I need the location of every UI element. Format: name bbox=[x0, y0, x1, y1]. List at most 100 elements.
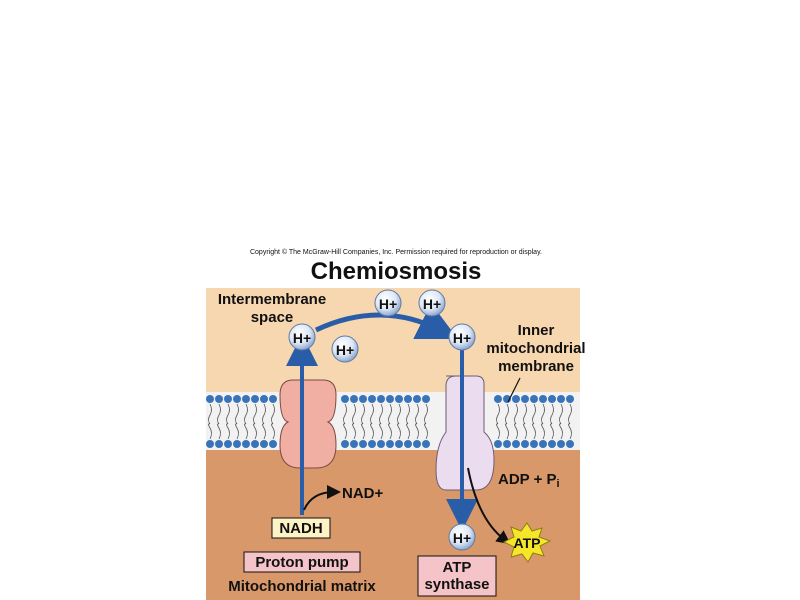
lipid-tail bbox=[568, 403, 572, 425]
lipid-head bbox=[233, 395, 241, 403]
adp-to-atp-arrow bbox=[467, 467, 511, 545]
nad-plus-label: NAD+ bbox=[342, 485, 383, 502]
lipid-head bbox=[260, 440, 268, 448]
lipid-tail bbox=[343, 423, 347, 440]
lipid-tail bbox=[415, 423, 419, 440]
lipid-tail bbox=[505, 423, 509, 440]
svg-text:H+: H+ bbox=[293, 330, 311, 346]
lipid-head bbox=[377, 440, 385, 448]
lipid-head bbox=[251, 395, 259, 403]
lipid-head bbox=[359, 395, 367, 403]
hydrogen-ion: H+ bbox=[448, 523, 476, 551]
lipid-head bbox=[521, 440, 529, 448]
lipid-tail bbox=[424, 423, 428, 440]
lipid-tail bbox=[253, 423, 257, 440]
lipid-tail bbox=[406, 423, 410, 440]
hydrogen-ion: H+ bbox=[331, 335, 359, 363]
atp-synthase-box bbox=[417, 555, 497, 597]
hydrogen-ion: H+ bbox=[418, 289, 446, 317]
lipid-tail bbox=[235, 403, 239, 425]
lipid-tail bbox=[514, 423, 518, 440]
lipid-tail bbox=[397, 403, 401, 425]
lipid-head bbox=[224, 440, 232, 448]
lipid-head bbox=[422, 440, 430, 448]
lipid-head bbox=[341, 440, 349, 448]
lipid-head bbox=[368, 440, 376, 448]
lipid-tail bbox=[217, 423, 221, 440]
lipid-head bbox=[494, 440, 502, 448]
lipid-head bbox=[251, 440, 259, 448]
intermembrane-space-label-line1: Intermembrane bbox=[218, 291, 326, 308]
lipid-head bbox=[512, 440, 520, 448]
lipid-head bbox=[557, 395, 565, 403]
lipid-head bbox=[503, 440, 511, 448]
lipid-tail bbox=[253, 403, 257, 425]
lipid-head bbox=[215, 395, 223, 403]
lipid-tail bbox=[217, 403, 221, 425]
lipid-head bbox=[404, 440, 412, 448]
lipid-head bbox=[350, 395, 358, 403]
lipid-tail bbox=[559, 403, 563, 425]
lipid-tail bbox=[208, 423, 212, 440]
inner-membrane-pointer bbox=[507, 377, 521, 403]
lipid-head bbox=[395, 395, 403, 403]
lipid-head bbox=[215, 440, 223, 448]
lipid-tail bbox=[235, 423, 239, 440]
lipid-head bbox=[557, 440, 565, 448]
lipid-tail bbox=[244, 403, 248, 425]
intermembrane-space-label-line2: space bbox=[251, 309, 294, 326]
lipid-tail bbox=[559, 423, 563, 440]
lipid-head bbox=[566, 440, 574, 448]
lipid-head bbox=[206, 395, 214, 403]
lipid-head bbox=[413, 440, 421, 448]
lipid-tail bbox=[352, 403, 356, 425]
lipid-head bbox=[521, 395, 529, 403]
inner-membrane-bilayer bbox=[206, 392, 580, 450]
lipid-tail bbox=[541, 403, 545, 425]
lipid-head bbox=[341, 395, 349, 403]
nadh-to-nad-arrow bbox=[303, 485, 341, 511]
svg-text:H+: H+ bbox=[379, 296, 397, 312]
lipid-head bbox=[242, 395, 250, 403]
lipid-tail bbox=[271, 403, 275, 425]
lipid-head bbox=[386, 440, 394, 448]
lipid-tail bbox=[415, 403, 419, 425]
svg-text:H+: H+ bbox=[453, 530, 471, 546]
lipid-tail bbox=[244, 423, 248, 440]
atp-label: ATP bbox=[514, 535, 541, 551]
inner-membrane-label-line1: Inner bbox=[518, 322, 555, 339]
lipid-tail bbox=[271, 423, 275, 440]
svg-text:H+: H+ bbox=[336, 342, 354, 358]
lipid-head bbox=[539, 440, 547, 448]
lipid-head bbox=[404, 395, 412, 403]
lipid-tail bbox=[568, 423, 572, 440]
atp-starburst bbox=[502, 522, 552, 563]
lipid-tail bbox=[388, 423, 392, 440]
lipid-tail bbox=[532, 423, 536, 440]
lipid-head bbox=[233, 440, 241, 448]
proton-pump-protein bbox=[279, 379, 337, 469]
lipid-tail bbox=[541, 423, 545, 440]
inner-membrane-label-line2: mitochondrial bbox=[486, 340, 585, 357]
lipid-head bbox=[359, 440, 367, 448]
lipid-tail bbox=[352, 423, 356, 440]
nadh-box bbox=[271, 517, 331, 539]
svg-text:H+: H+ bbox=[423, 296, 441, 312]
lipid-tail bbox=[379, 423, 383, 440]
proton-pump-label: Proton pump bbox=[255, 554, 348, 571]
lipid-tail bbox=[379, 403, 383, 425]
lipid-head bbox=[350, 440, 358, 448]
lipid-head bbox=[206, 440, 214, 448]
lipid-tail bbox=[262, 403, 266, 425]
lipid-tail bbox=[370, 403, 374, 425]
lipid-tail bbox=[532, 403, 536, 425]
copyright-text: Copyright © The McGraw-Hill Companies, I… bbox=[250, 248, 542, 256]
lipid-tail bbox=[523, 423, 527, 440]
lipid-head bbox=[413, 395, 421, 403]
lipid-tail bbox=[208, 403, 212, 425]
hydrogen-ion: H+ bbox=[448, 323, 476, 351]
lipid-head bbox=[224, 395, 232, 403]
lipid-tail bbox=[361, 423, 365, 440]
proton-pump-box bbox=[243, 551, 361, 573]
